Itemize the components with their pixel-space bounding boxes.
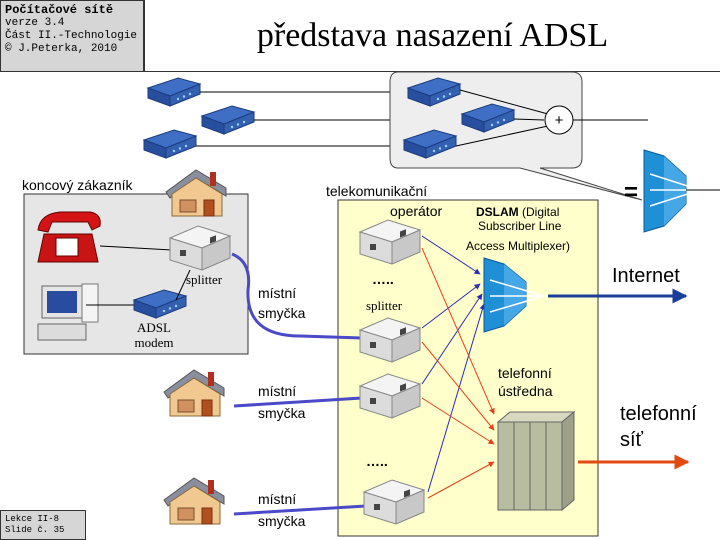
sum-symbol: + — [555, 112, 564, 129]
local-loop-3-line1: místní — [258, 491, 296, 507]
customer-splitter-label: splitter — [186, 272, 223, 287]
dslam-icon — [483, 257, 545, 333]
bubble-line-1 — [459, 89, 549, 115]
telco-label-line2: operátor — [390, 203, 442, 219]
house-3 — [163, 477, 225, 525]
telco-label-line1: telekomunikační — [326, 183, 427, 199]
bubble-line-2 — [513, 118, 545, 121]
top-modem-3 — [143, 129, 197, 159]
dslam-label-line2: Subscriber Line — [478, 219, 562, 233]
exchange-icon — [496, 410, 576, 512]
course-info-box: Počítačové sítě verze 3.4 Část II.-Techn… — [0, 0, 144, 72]
course-title: Počítačové sítě — [5, 3, 114, 17]
top-modem-2 — [201, 105, 255, 135]
customer-label: koncový zákazník — [22, 177, 133, 193]
modem-label-line1: ADSL — [137, 320, 171, 335]
local-loop-2-line1: místní — [258, 383, 296, 399]
dslam-label-line3: Access Multiplexer) — [466, 239, 570, 253]
bubble-line-3 — [455, 125, 549, 147]
local-loop-cable-3 — [233, 504, 367, 516]
dots-1: ….. — [372, 271, 394, 287]
telco-splitter-label: splitter — [366, 298, 403, 313]
local-loop-1-line1: místní — [258, 285, 296, 301]
internet-label: Internet — [612, 265, 680, 287]
top-modem-1 — [147, 77, 201, 107]
computer-icon — [37, 283, 99, 341]
phone-net-label-line1: telefonní — [620, 403, 697, 425]
phone-icon — [37, 211, 101, 263]
local-loop-2-line2: smyčka — [258, 405, 306, 421]
phone-line — [99, 245, 173, 251]
slide-footer: Lekce II-8 Slide č. 35 — [0, 510, 86, 540]
course-version: verze 3.4 — [5, 17, 65, 29]
modem-label-line2: modem — [135, 335, 174, 350]
modem-splitter-line — [175, 269, 191, 301]
local-loop-cable-2 — [233, 396, 363, 408]
exchange-label-line2: ústředna — [498, 383, 553, 399]
dslam-icon-large — [643, 149, 720, 233]
house-2 — [163, 369, 225, 417]
data-arrows — [421, 235, 486, 493]
local-loop-3-line2: smyčka — [258, 513, 306, 529]
dslam-detail-bubble — [389, 71, 643, 201]
phone-net-label-line2: síť — [620, 429, 644, 451]
lesson-number: Lekce II-8 — [5, 514, 60, 524]
local-loop-1-line2: smyčka — [258, 305, 306, 321]
dslam-label-line1: DSLAM (Digital — [476, 205, 559, 219]
dots-2: ….. — [366, 453, 388, 469]
voice-arrows — [421, 247, 495, 499]
course-author: © J.Peterka, 2010 — [5, 43, 118, 55]
course-part: Část II.-Technologie — [5, 30, 138, 42]
equals-sign: = — [624, 179, 638, 206]
local-loop-cable-1 — [231, 252, 363, 340]
exchange-label-line1: telefonní — [498, 365, 552, 381]
customer-house — [165, 169, 227, 217]
slide-number: Slide č. 35 — [5, 525, 65, 535]
